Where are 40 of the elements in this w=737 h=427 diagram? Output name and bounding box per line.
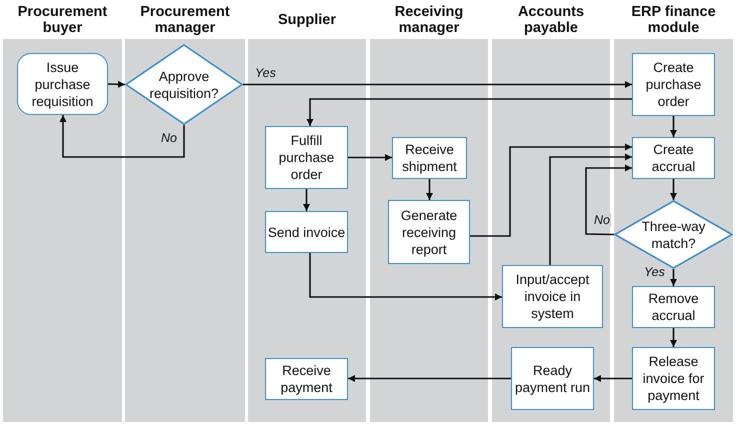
lane-header: Procurement manager — [139, 2, 231, 37]
arrow — [348, 375, 511, 382]
arrow — [306, 98, 632, 126]
process-box: Ready payment run — [511, 347, 594, 410]
process-box: Receive payment — [265, 358, 348, 400]
lane-header: ERP finance module — [630, 2, 717, 37]
process-box: Create accrual — [632, 137, 715, 179]
arrow — [670, 328, 677, 347]
start-box: Issue purchase requisition — [17, 53, 108, 115]
arrow — [585, 164, 632, 236]
process-box: Generate receiving report — [388, 200, 470, 264]
process-box: Input/accept invoice in system — [502, 265, 603, 328]
process-box: Remove accrual — [632, 286, 715, 328]
arrow — [670, 269, 677, 286]
arrow — [426, 179, 433, 200]
lane-header: Receiving manager — [394, 2, 464, 37]
arrow — [108, 80, 126, 88]
process-box: Create purchase order — [632, 53, 715, 116]
arrow — [670, 179, 677, 200]
arrow — [670, 116, 677, 137]
process-box: Release invoice for payment — [632, 347, 715, 410]
edge-label: No — [160, 131, 178, 145]
decision-diamond: Approve requisition? — [125, 44, 243, 125]
arrow — [348, 154, 392, 161]
process-box: Fulfill purchase order — [265, 126, 348, 189]
arrow — [309, 253, 502, 300]
process-box: Receive shipment — [392, 137, 467, 179]
arrow — [303, 189, 310, 211]
edge-label: Yes — [254, 66, 277, 80]
lane-header: Procurement buyer — [16, 2, 108, 37]
arrow — [470, 144, 632, 237]
arrow — [60, 115, 185, 158]
arrow — [549, 154, 632, 265]
arrow — [594, 375, 632, 382]
edge-label: No — [593, 213, 611, 227]
arrow — [243, 81, 632, 88]
process-box: Send invoice — [265, 211, 348, 253]
edge-label: Yes — [643, 265, 666, 279]
lane-header: Supplier — [276, 10, 337, 30]
lane-header: Accounts payable — [516, 2, 586, 37]
